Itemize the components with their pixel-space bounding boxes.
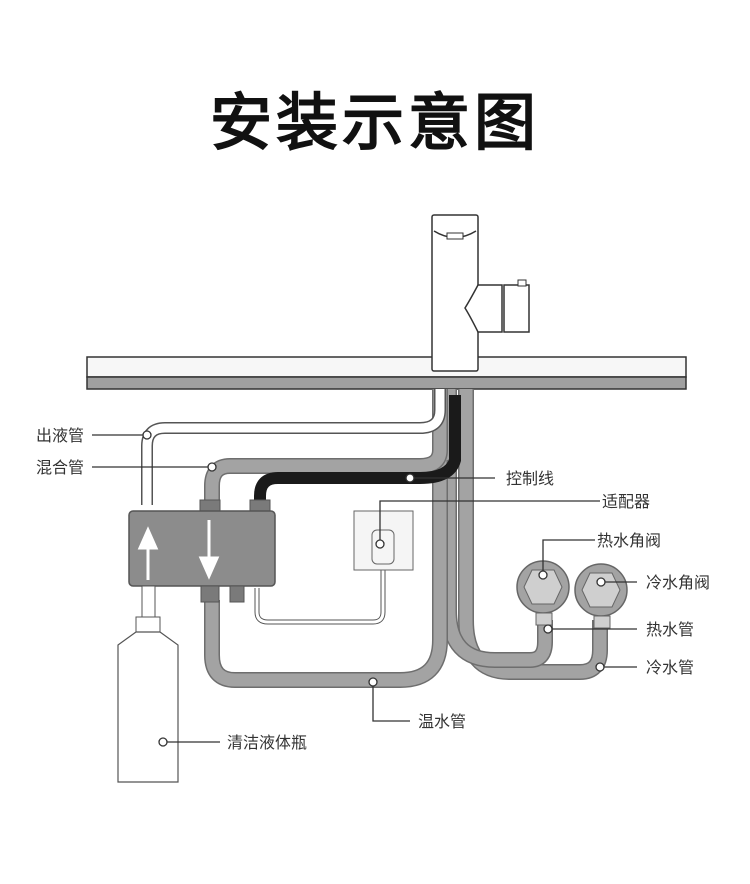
up-arrow-icon — [137, 526, 159, 580]
countertop — [86, 356, 687, 390]
control-wire — [254, 395, 461, 505]
label-cold-angle-valve: 冷水角阀 — [646, 573, 710, 592]
cleaning-bottle — [117, 585, 179, 783]
cold-angle-valve — [574, 563, 628, 629]
label-cleaning-bottle: 清洁液体瓶 — [227, 733, 307, 752]
mixing-control-box — [128, 499, 276, 603]
adapter-socket — [353, 510, 414, 571]
label-mixing-tube: 混合管 — [36, 458, 84, 477]
label-outlet-tube: 出液管 — [36, 426, 84, 445]
faucet — [431, 214, 530, 372]
label-adapter: 适配器 — [602, 492, 650, 511]
label-hot-angle-valve: 热水角阀 — [597, 531, 661, 550]
down-arrow-icon — [198, 520, 220, 580]
outlet-tube — [141, 389, 446, 505]
label-warm-water-pipe: 温水管 — [418, 712, 466, 731]
mixing-tube — [204, 389, 448, 505]
adapter-cable — [254, 568, 386, 625]
hot-angle-valve — [516, 560, 570, 626]
label-hot-water-pipe: 热水管 — [646, 620, 694, 639]
label-cold-water-pipe: 冷水管 — [646, 658, 694, 677]
label-control-wire: 控制线 — [506, 469, 554, 488]
page-title: 安装示意图 — [209, 86, 540, 159]
